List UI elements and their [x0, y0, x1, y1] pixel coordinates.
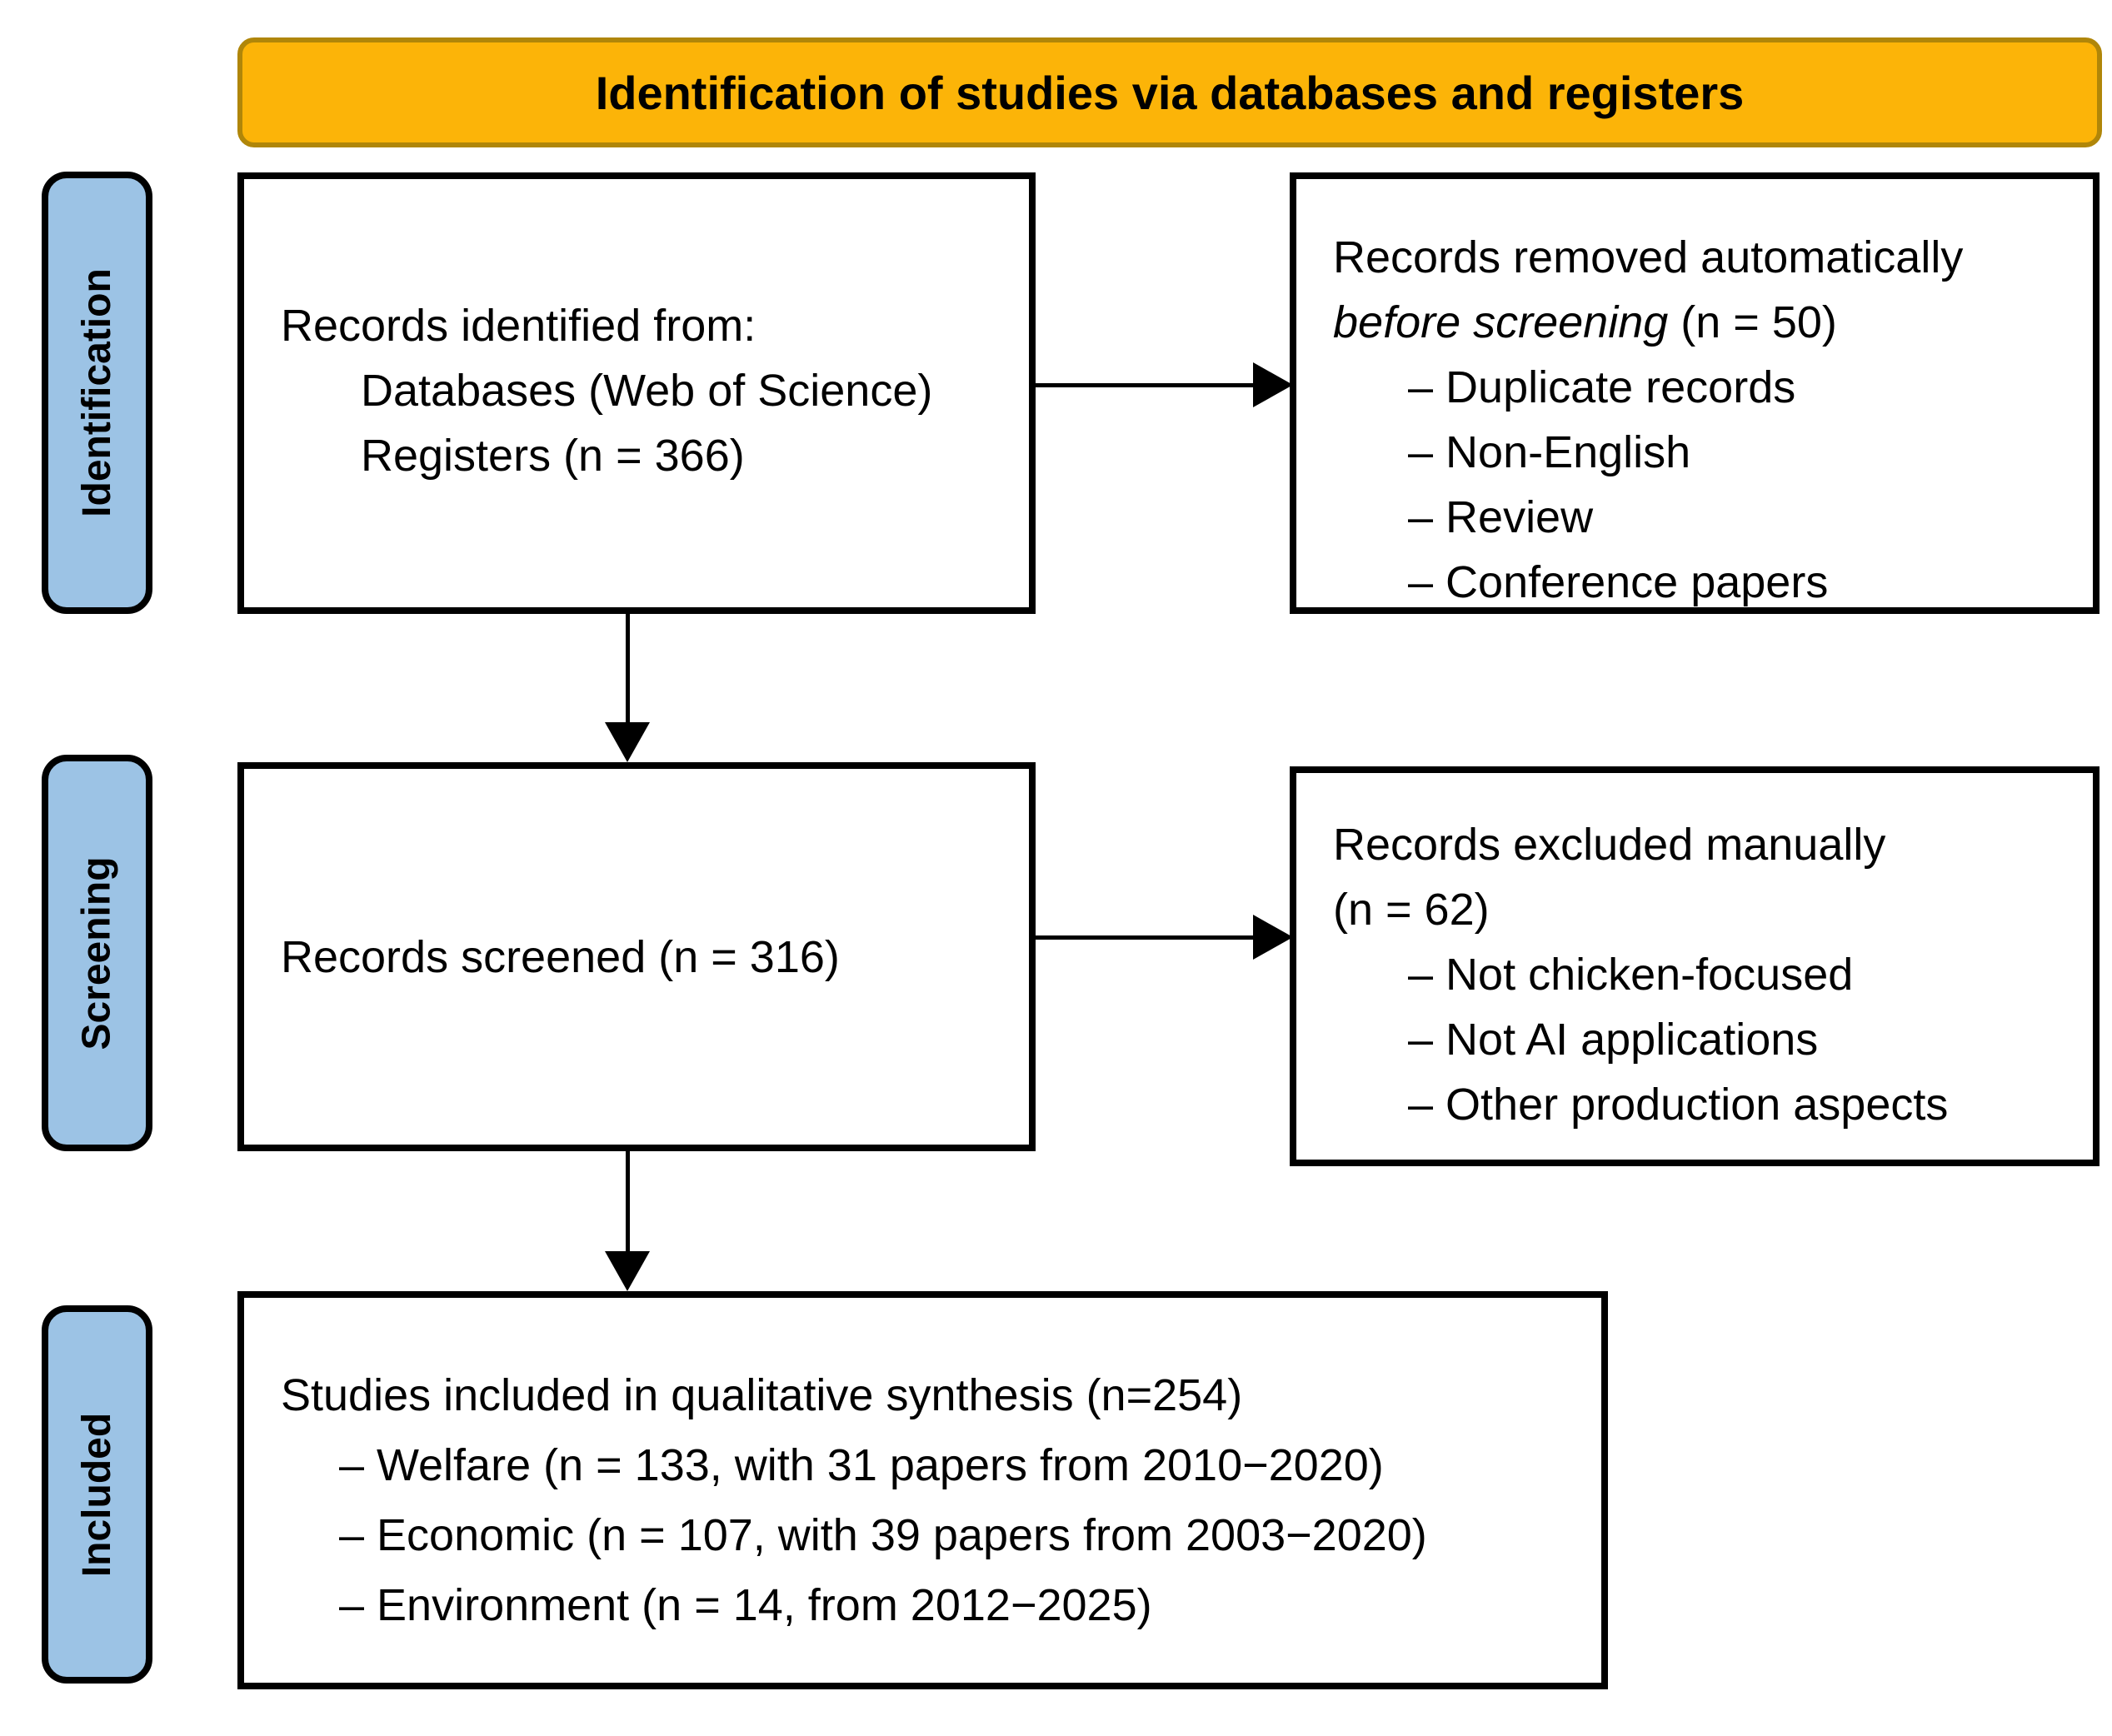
stage-tab-screening: Screening: [42, 755, 152, 1151]
removed-line1: Records removed automatically: [1333, 232, 1964, 282]
removed-reason-conference: – Conference papers: [1408, 557, 1829, 607]
arrow-identified-to-removed-line: [1036, 383, 1254, 387]
stage-label-identification: Identification: [75, 268, 120, 517]
box-records-removed: [1290, 172, 2100, 614]
arrow-identified-to-screened-head-icon: [605, 722, 650, 762]
excluded-count: (n = 62): [1333, 885, 1490, 935]
included-group-environment: – Environment (n = 14, from 2012−2025): [339, 1580, 1152, 1630]
arrow-identified-to-removed-head-icon: [1253, 362, 1293, 407]
removed-line2-count: (n = 50): [1668, 297, 1837, 347]
removed-reason-duplicates: – Duplicate records: [1408, 362, 1796, 412]
excluded-reason-other-production: – Other production aspects: [1408, 1080, 1949, 1130]
box-records-screened: [237, 762, 1036, 1151]
excluded-reason-not-chicken: – Not chicken-focused: [1408, 950, 1854, 1000]
box-records-identified-text: Records identified from: Databases (Web …: [281, 293, 932, 488]
box-records-excluded-text: Records excluded manually (n = 62) – Not…: [1333, 812, 1948, 1137]
excluded-reason-not-ai: – Not AI applications: [1408, 1015, 1819, 1065]
stage-label-included: Included: [75, 1412, 119, 1577]
included-group-economic: – Economic (n = 107, with 39 papers from…: [339, 1510, 1427, 1560]
removed-reason-non-english: – Non-English: [1408, 427, 1691, 477]
box-studies-included-text: Studies included in qualitative synthesi…: [281, 1360, 1427, 1640]
removed-line2-italic: before screening: [1333, 297, 1669, 347]
box-records-excluded: [1290, 766, 2100, 1166]
identified-intro-line: Records identified from:: [281, 301, 756, 351]
stage-label-screening: Screening: [75, 856, 120, 1050]
stage-tab-included: Included: [42, 1305, 152, 1684]
removed-reason-review: – Review: [1408, 492, 1594, 542]
diagram-title: Identification of studies via databases …: [595, 66, 1745, 119]
stage-tab-identification: Identification: [42, 172, 152, 614]
included-title: Studies included in qualitative synthesi…: [281, 1370, 1243, 1420]
excluded-line1: Records excluded manually: [1333, 820, 1886, 870]
arrow-screened-to-excluded-head-icon: [1253, 915, 1293, 960]
screened-label: Records screened (n = 316): [281, 932, 840, 982]
box-records-screened-text: Records screened (n = 316): [281, 925, 840, 990]
included-group-welfare: – Welfare (n = 133, with 31 papers from …: [339, 1440, 1384, 1490]
arrow-screened-to-included-head-icon: [605, 1251, 650, 1291]
arrow-identified-to-screened-line: [626, 614, 630, 724]
box-records-removed-text: Records removed automatically before scr…: [1333, 225, 1963, 615]
box-records-identified: [237, 172, 1036, 614]
identified-source-registers: Registers (n = 366): [361, 431, 745, 481]
identified-source-databases: Databases (Web of Science): [361, 366, 933, 416]
arrow-screened-to-excluded-line: [1036, 935, 1254, 940]
box-studies-included: [237, 1291, 1608, 1689]
removed-line2: before screening (n = 50): [1333, 290, 1963, 355]
arrow-screened-to-included-line: [626, 1151, 630, 1253]
diagram-title-banner: Identification of studies via databases …: [237, 37, 2102, 147]
